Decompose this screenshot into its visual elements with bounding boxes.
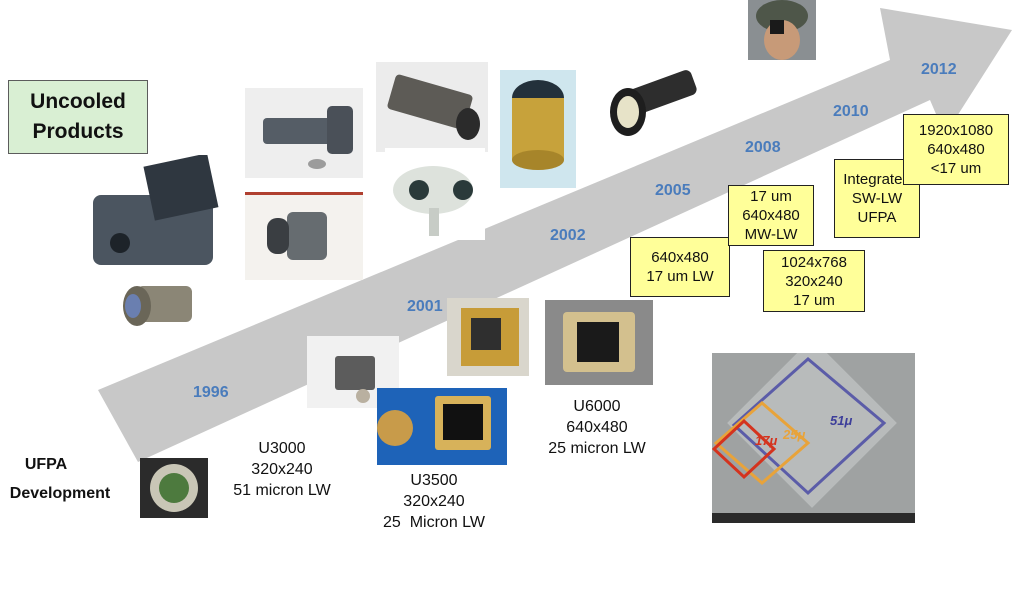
year-2001: 2001 (407, 298, 443, 315)
device-label-u3000: U3000 320x240 51 micron LW (222, 438, 342, 501)
brass-camera-core-image (500, 70, 576, 188)
micrograph-label-25: 25μ (782, 427, 805, 442)
milestone-line: 17 um (750, 188, 792, 205)
milestone-line: Integrated (843, 171, 911, 188)
rifle-sight-image (376, 62, 488, 152)
milestone-box-2005: 640x480 17 um LW (630, 237, 730, 297)
milestone-line: 17 um (793, 291, 835, 309)
milestone-line: UFPA (857, 209, 897, 226)
milestone-box-1024x768: 1024x768 320x240 17 um (763, 250, 865, 312)
device-line: 320x240 (403, 493, 465, 510)
year-1996: 1996 (193, 384, 229, 401)
camera-core-2001-image (447, 298, 529, 376)
milestone-line: 640x480 (651, 249, 709, 266)
year-2008: 2008 (745, 139, 781, 156)
u3500-package-image (377, 388, 507, 465)
milestone-line: 17 um LW (646, 268, 714, 285)
device-line: 640x480 (566, 419, 628, 436)
lens-module-image (123, 286, 192, 326)
milestone-box-2012: 1920x1080 640x480 <17 um (903, 114, 1009, 185)
device-line: 51 micron LW (233, 482, 331, 499)
milestone-line: 1920x1080 (918, 122, 994, 139)
pan-tilt-camera-image (385, 148, 485, 240)
ufpa-line1: UFPA (24, 456, 68, 473)
micrograph-label-17: 17μ (755, 433, 777, 448)
title-line1: Uncooled (30, 90, 126, 113)
device-line: 25 micron LW (548, 440, 646, 457)
year-2010: 2010 (833, 103, 869, 120)
device-line: U3500 (410, 472, 458, 489)
scope-camera-image (245, 88, 363, 178)
handheld-imager-image (245, 192, 363, 280)
device-label-u3500: U3500 320x240 25 Micron LW (368, 470, 500, 533)
ufpa-chip-1996-image (140, 458, 208, 518)
milestone-line: 1024x768 (781, 253, 847, 271)
uncooled-products-title: Uncooled Products (8, 80, 148, 154)
device-label-u6000: U6000 640x480 25 micron LW (534, 396, 660, 459)
year-2012: 2012 (921, 61, 957, 78)
ufpa-line2: Development (9, 485, 111, 502)
device-line: U3000 (258, 440, 306, 457)
long-range-scope-image (610, 70, 697, 136)
micrograph-label-51: 51μ (830, 413, 852, 428)
device-line: U6000 (573, 398, 621, 415)
milestone-box-2008: 17 um 640x480 MW-LW (728, 185, 814, 246)
milestone-line: <17 um (930, 160, 982, 177)
u6000-package-image (545, 300, 653, 385)
milestone-line: 320x240 (785, 272, 843, 290)
helmet-soldier-image (748, 0, 816, 60)
milestone-line: 640x480 (927, 141, 985, 158)
device-line: 25 Micron LW (383, 514, 485, 531)
device-line: 320x240 (251, 461, 313, 478)
title-line2: Products (32, 120, 124, 143)
ufpa-development-label: UFPA Development (0, 450, 120, 508)
milestone-line: MW-LW (744, 226, 798, 243)
year-2002: 2002 (550, 227, 586, 244)
pixel-micrograph-image: 51μ 25μ 17μ (712, 353, 915, 523)
milestone-line: SW-LW (851, 190, 903, 207)
milestone-line: 640x480 (742, 207, 800, 224)
handheld-camera-image (93, 155, 219, 265)
year-2005: 2005 (655, 182, 691, 199)
